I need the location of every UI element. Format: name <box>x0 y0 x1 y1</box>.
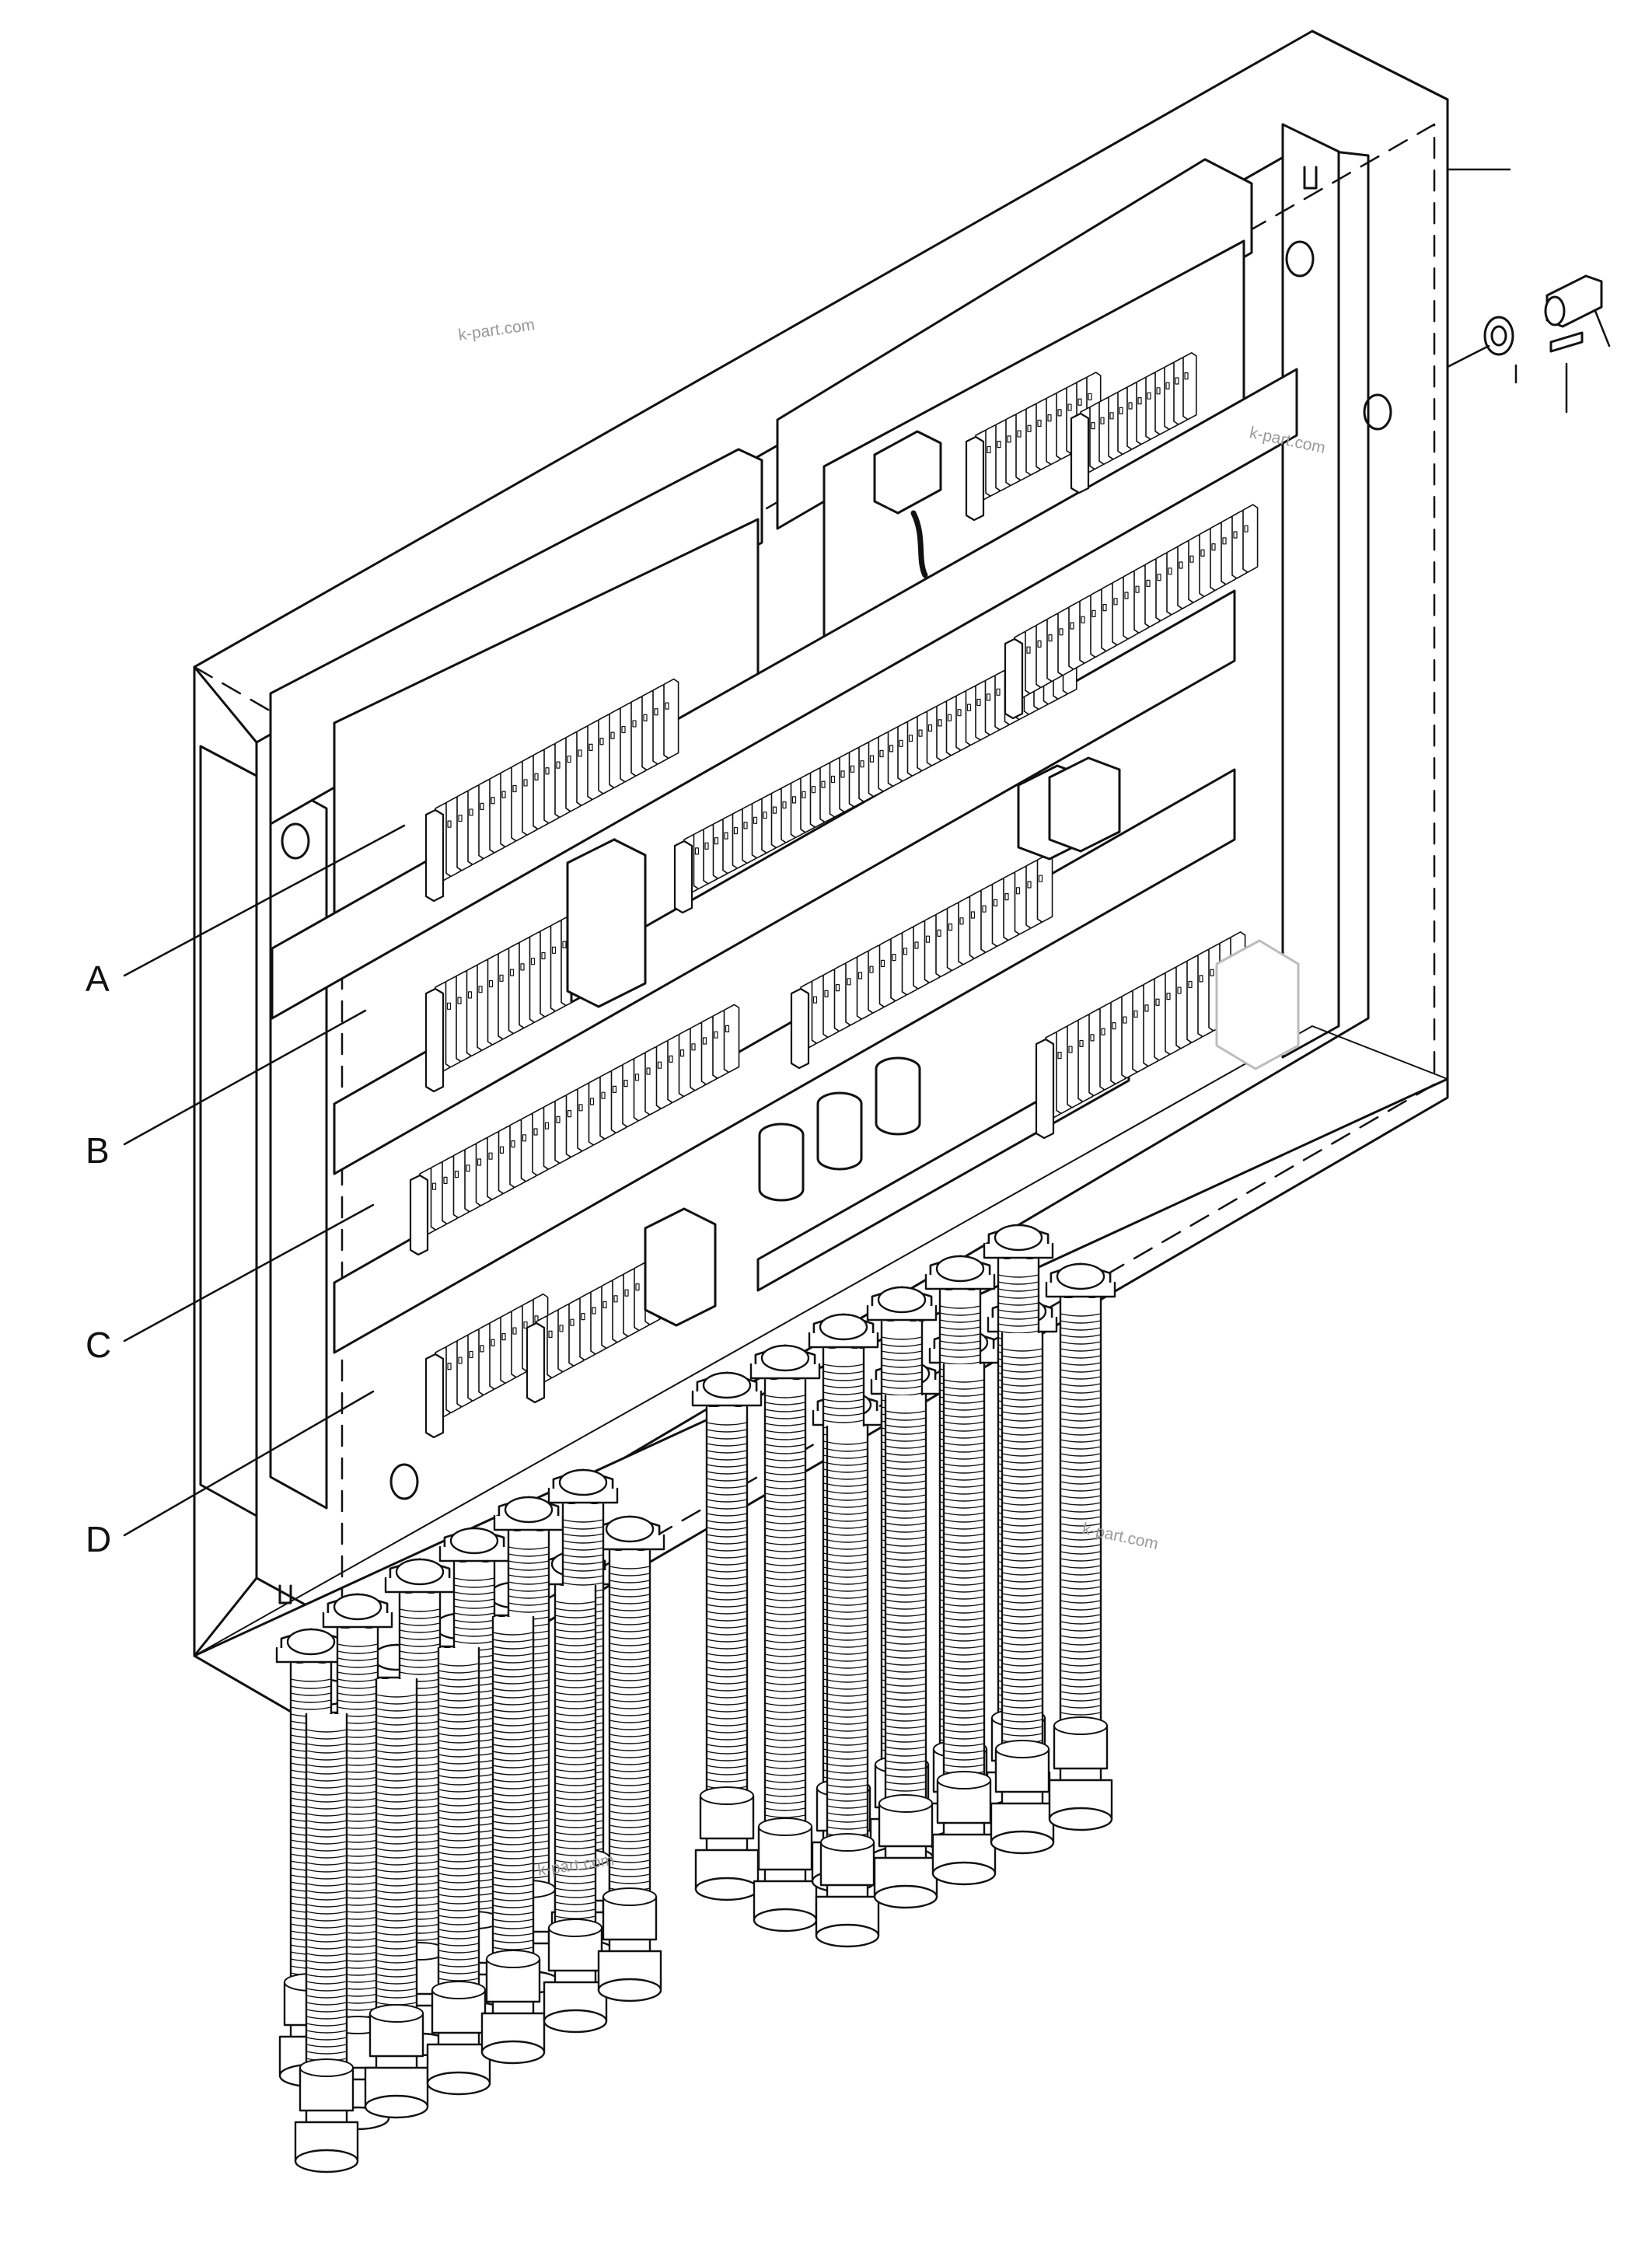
terminal-blocks <box>409 352 1259 1439</box>
conduit <box>931 1363 997 1886</box>
conduit <box>543 1584 608 2034</box>
end-clamp <box>1035 1038 1055 1140</box>
terminal-row <box>1004 504 1259 720</box>
conduit <box>1048 1297 1113 1831</box>
conduit <box>873 1394 938 1909</box>
conduit <box>694 1405 760 1901</box>
cable-gland <box>691 1371 763 1412</box>
cable-gland <box>808 1313 879 1353</box>
conduits <box>278 1258 1113 2173</box>
leader-c <box>123 1203 375 1342</box>
gland-dome <box>558 1468 608 1496</box>
cable-gland <box>547 1468 619 1509</box>
cable-gland <box>983 1224 1054 1264</box>
callout-label-d: D <box>86 1519 112 1559</box>
gland-dome <box>994 1224 1043 1252</box>
end-clamp <box>424 808 445 903</box>
callout-label-c: C <box>86 1325 112 1365</box>
leader-d <box>123 1390 375 1537</box>
terminal-module <box>723 1004 740 1074</box>
conduit <box>597 1549 662 2002</box>
conduit <box>364 1678 429 2119</box>
gland-dome <box>286 1628 336 1656</box>
end-clamp <box>790 987 810 1070</box>
gland-dome <box>819 1313 868 1341</box>
conduit <box>426 1646 491 2096</box>
gland-dome <box>605 1515 655 1543</box>
conduit <box>480 1615 546 2065</box>
leader-lines <box>123 824 406 1537</box>
cable-gland <box>749 1344 821 1384</box>
conduit <box>294 1713 359 2173</box>
terminal-row <box>1070 352 1197 494</box>
terminal-module <box>1182 352 1197 421</box>
conduit <box>815 1425 880 1948</box>
conduit <box>990 1332 1055 1855</box>
callout-label-b: B <box>86 1130 110 1171</box>
terminal-row <box>424 1293 549 1439</box>
gland-dome <box>504 1496 554 1524</box>
end-clamp <box>424 1353 445 1439</box>
gland-dome <box>333 1593 382 1621</box>
terminal-module <box>1036 854 1053 923</box>
end-clamp <box>424 987 445 1093</box>
terminal-row <box>424 678 679 903</box>
gland-dome <box>760 1344 810 1372</box>
end-clamp <box>1004 637 1024 720</box>
end-clamp <box>409 1174 429 1256</box>
leader-a <box>123 824 406 977</box>
gland-dome <box>935 1255 985 1283</box>
end-clamp <box>1070 412 1090 494</box>
din-rail-bars <box>271 368 1298 1354</box>
leader-b <box>123 1009 367 1146</box>
cable-gland <box>866 1286 938 1326</box>
terminal-row <box>409 1004 740 1256</box>
terminal-row <box>790 854 1053 1070</box>
callout-label-a: A <box>86 958 110 999</box>
end-clamp <box>965 435 985 522</box>
gland-dome <box>877 1286 927 1314</box>
cable-gland <box>384 1558 456 1598</box>
cable-gland <box>594 1515 665 1555</box>
conduit <box>753 1378 818 1933</box>
gland-dome <box>395 1558 445 1586</box>
terminal-module <box>1242 504 1259 573</box>
terminal-module <box>663 678 679 759</box>
exploded-parts <box>1446 168 1611 414</box>
gland-dome <box>1056 1262 1105 1290</box>
gland-dome <box>449 1527 499 1555</box>
cable-gland <box>275 1628 347 1668</box>
end-clamp <box>526 1322 546 1404</box>
gland-dome <box>702 1371 752 1399</box>
cable-gland <box>322 1593 393 1633</box>
devices <box>566 430 1300 1327</box>
end-clamp <box>673 840 693 914</box>
